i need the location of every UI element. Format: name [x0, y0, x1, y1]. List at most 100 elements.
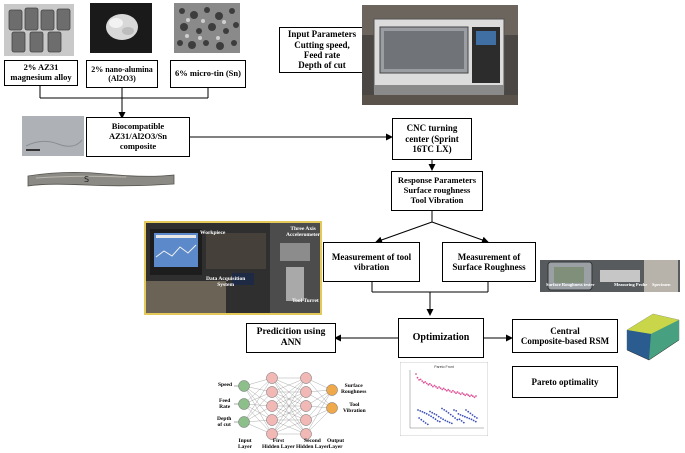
- pareto-front-point: [448, 390, 451, 392]
- pareto-front-point: [467, 394, 470, 397]
- pareto-front-point: [462, 393, 465, 396]
- pareto-front-point: [468, 395, 471, 398]
- pareto-solution-point: [459, 414, 462, 416]
- pareto-front-point: [428, 382, 431, 385]
- pareto-solution-point: [441, 407, 443, 410]
- pareto-solution-point: [424, 422, 427, 424]
- pareto-solution-point: [457, 413, 460, 415]
- pareto-solution-point: [473, 415, 476, 418]
- pareto-front-point: [464, 394, 467, 397]
- pareto-solution-point: [436, 420, 439, 422]
- tin-box: 6% micro-tin (Sn): [170, 60, 246, 88]
- pareto-solution-point: [434, 418, 437, 421]
- pareto-scatter-plot: Pareto Front: [400, 362, 488, 436]
- composite-surface-photo: [22, 116, 84, 156]
- ann-layer-label-1: First Hidden Layer: [262, 438, 295, 451]
- pareto-front-point: [421, 380, 424, 382]
- ann-hidden2-node: [300, 372, 312, 384]
- pareto-front-point: [441, 388, 444, 391]
- alumina-sem-photo: [90, 3, 152, 53]
- vibration-setup-photo: [144, 221, 322, 315]
- input-parameters-box: Input Parameters Cutting speed, Feed rat…: [279, 27, 365, 73]
- label-daq: Data Acquisition System: [206, 276, 246, 289]
- pareto-solution-point: [444, 419, 447, 422]
- ann-connection: [243, 377, 273, 405]
- pareto-front-point: [418, 379, 420, 381]
- ann-hidden2-node: [300, 414, 312, 426]
- ann-connection: [243, 377, 273, 423]
- ann-output-label-0: Surface Roughness: [341, 383, 367, 396]
- pareto-front-point: [432, 385, 434, 388]
- pareto-solution-point: [425, 412, 428, 415]
- rsm-surface-plot: [621, 312, 683, 368]
- pareto-front-point: [461, 392, 464, 394]
- ann-connection: [271, 377, 307, 407]
- pareto-solution-point: [423, 411, 426, 414]
- ann-hidden1-node: [266, 400, 278, 412]
- ann-connection: [305, 389, 333, 435]
- pareto-front-point: [425, 382, 428, 385]
- pareto-solution-point: [453, 409, 455, 411]
- response-parameters-box: Response Parameters Surface roughness To…: [391, 171, 483, 211]
- ann-input-node: [238, 398, 250, 410]
- pareto-solution-point: [443, 409, 446, 411]
- label-accelerometer: Three Axis Accelerometer: [286, 226, 321, 239]
- pareto-front-point: [438, 386, 440, 388]
- pareto-solution-point: [445, 410, 448, 413]
- pareto-front-point: [419, 378, 422, 381]
- ann-connection: [243, 385, 273, 435]
- pareto-front-point: [444, 388, 447, 391]
- pareto-solution-point: [468, 417, 471, 420]
- pareto-box: Pareto optimality: [512, 366, 618, 398]
- pareto-solution-point: [426, 423, 429, 426]
- pareto-solution-point: [442, 418, 444, 421]
- label-probe: Measuring Probe: [614, 282, 648, 287]
- pareto-solution-point: [472, 419, 475, 422]
- svg-text:S: S: [84, 175, 89, 184]
- ann-connection: [243, 403, 273, 435]
- ann-output-label-1: Tool Vibration: [343, 402, 366, 415]
- pareto-solution-point: [421, 410, 424, 413]
- pareto-solution-point: [432, 416, 435, 419]
- label-tester: Surface Roughness tester: [546, 282, 595, 287]
- pareto-solution-point: [455, 410, 458, 412]
- pareto-solution-point: [461, 414, 464, 417]
- ann-connection: [271, 377, 307, 421]
- cnc-box: CNC turning center (Sprint 16TC LX): [392, 118, 472, 160]
- pareto-front-point: [458, 392, 460, 394]
- pareto-solution-point: [465, 409, 467, 411]
- pareto-solution-point: [419, 410, 422, 412]
- ann-input-label-1: Feed Rate: [219, 398, 231, 411]
- ann-layer-label-2: Second Hidden Layer: [296, 438, 329, 451]
- ann-connection: [271, 391, 307, 435]
- ann-connection: [271, 377, 307, 393]
- ann-hidden1-node: [266, 428, 278, 440]
- pareto-front-point: [470, 394, 473, 396]
- ann-input-node: [238, 380, 250, 392]
- cnc-machine-photo: [362, 5, 518, 105]
- pareto-front-point: [472, 395, 474, 398]
- pareto-solution-point: [449, 413, 452, 416]
- pareto-solution-point: [462, 421, 465, 424]
- pareto-front-point: [475, 395, 477, 397]
- ann-input-label-0: Speed: [218, 382, 233, 388]
- optimization-box: Optimization: [398, 318, 484, 358]
- pareto-solution-point: [460, 420, 463, 422]
- tin-sem-photo: [174, 3, 240, 53]
- pareto-front-point: [452, 389, 454, 392]
- pareto-solution-point: [428, 414, 430, 416]
- rsm-box: Central Composite-based RSM: [512, 319, 618, 353]
- pareto-solution-point: [438, 420, 441, 423]
- pareto-front-point: [415, 373, 417, 375]
- composite-box: Biocompatible AZ31/Al2O3/Sn composite: [86, 117, 190, 157]
- ann-connection: [243, 385, 273, 421]
- pareto-solution-point: [435, 414, 438, 416]
- pareto-front-point: [416, 376, 419, 379]
- pareto-solution-point: [446, 420, 449, 423]
- pareto-front-point: [435, 385, 437, 388]
- alloy-box: 2% AZ31 magnesium alloy: [4, 60, 78, 86]
- pareto-solution-point: [458, 418, 461, 421]
- pareto-front-point: [424, 381, 427, 383]
